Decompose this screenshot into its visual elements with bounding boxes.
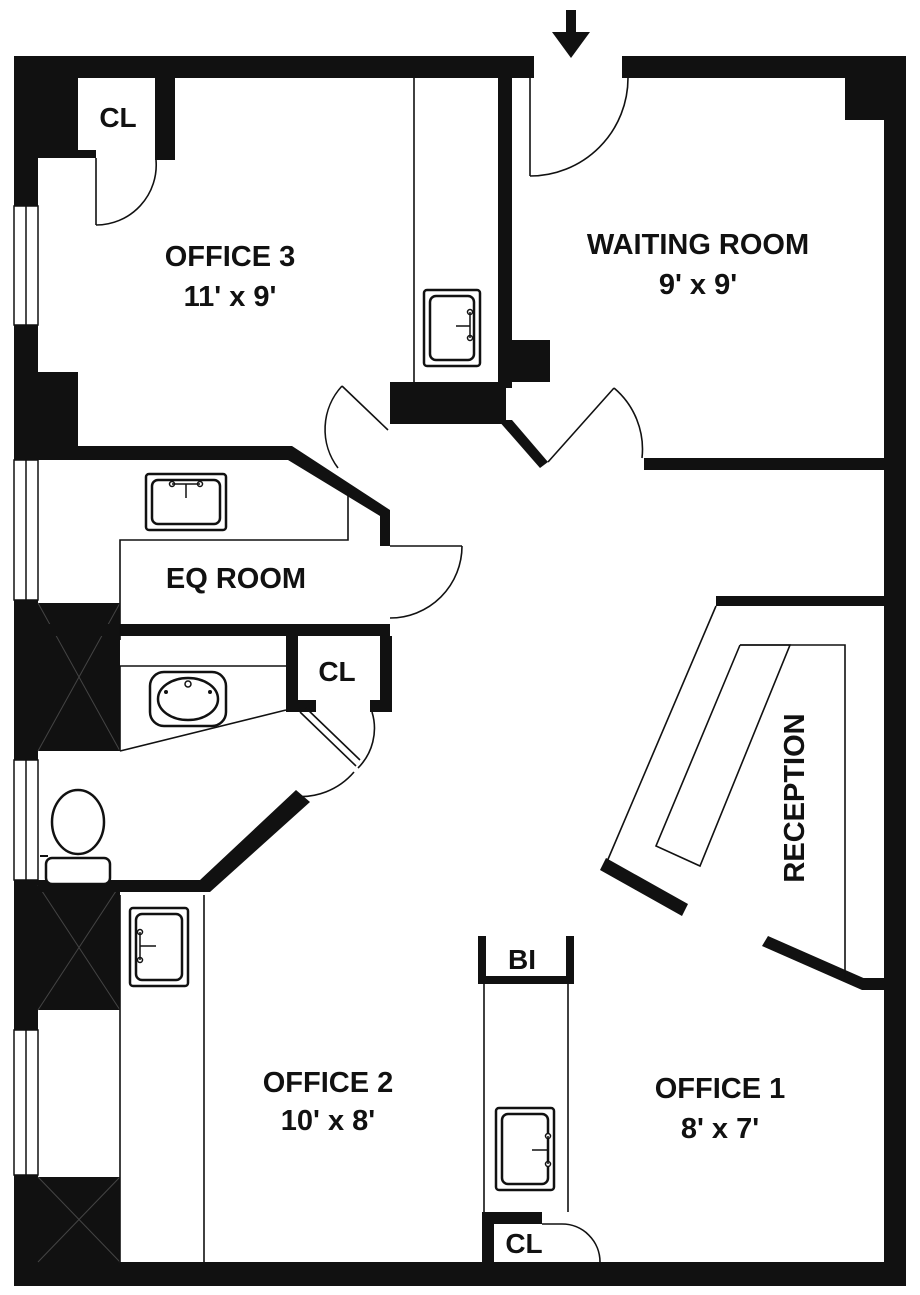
sink-icon [128, 906, 190, 988]
room-name-reception: RECEPTION [779, 713, 811, 882]
sink-icon [148, 670, 228, 728]
room-name-office-3: OFFICE 3 [165, 241, 296, 273]
room-office-1: OFFICE 1 8' x 7' [655, 1073, 786, 1145]
room-size-office-1: 8' x 7' [681, 1113, 759, 1145]
closet-label-bottom: CL [505, 1228, 542, 1259]
room-waiting: WAITING ROOM 9' x 9' [587, 229, 809, 301]
room-office-2: OFFICE 2 10' x 8' [263, 1067, 394, 1137]
sink-icon [144, 472, 228, 532]
room-name-office-2: OFFICE 2 [263, 1067, 394, 1099]
room-office-3: OFFICE 3 11' x 9' [165, 241, 296, 313]
toilet-icon [40, 788, 112, 886]
doors [95, 77, 644, 1263]
room-size-waiting: 9' x 9' [659, 269, 737, 301]
windows [13, 205, 39, 1176]
room-name-office-1: OFFICE 1 [655, 1073, 786, 1105]
sink-icon [422, 288, 482, 368]
room-name-waiting: WAITING ROOM [587, 229, 809, 261]
room-name-eq: EQ ROOM [166, 563, 306, 595]
room-size-office-3: 11' x 9' [184, 281, 277, 313]
builtin-label: BI [508, 944, 536, 975]
partitions [119, 78, 846, 1262]
closet-label-middle: CL [318, 656, 355, 687]
outer-walls [14, 56, 906, 1286]
room-size-office-2: 10' x 8' [281, 1105, 375, 1137]
closet-label-top: CL [99, 102, 136, 133]
sink-icon [494, 1106, 556, 1192]
entry-arrow-icon [552, 10, 590, 58]
